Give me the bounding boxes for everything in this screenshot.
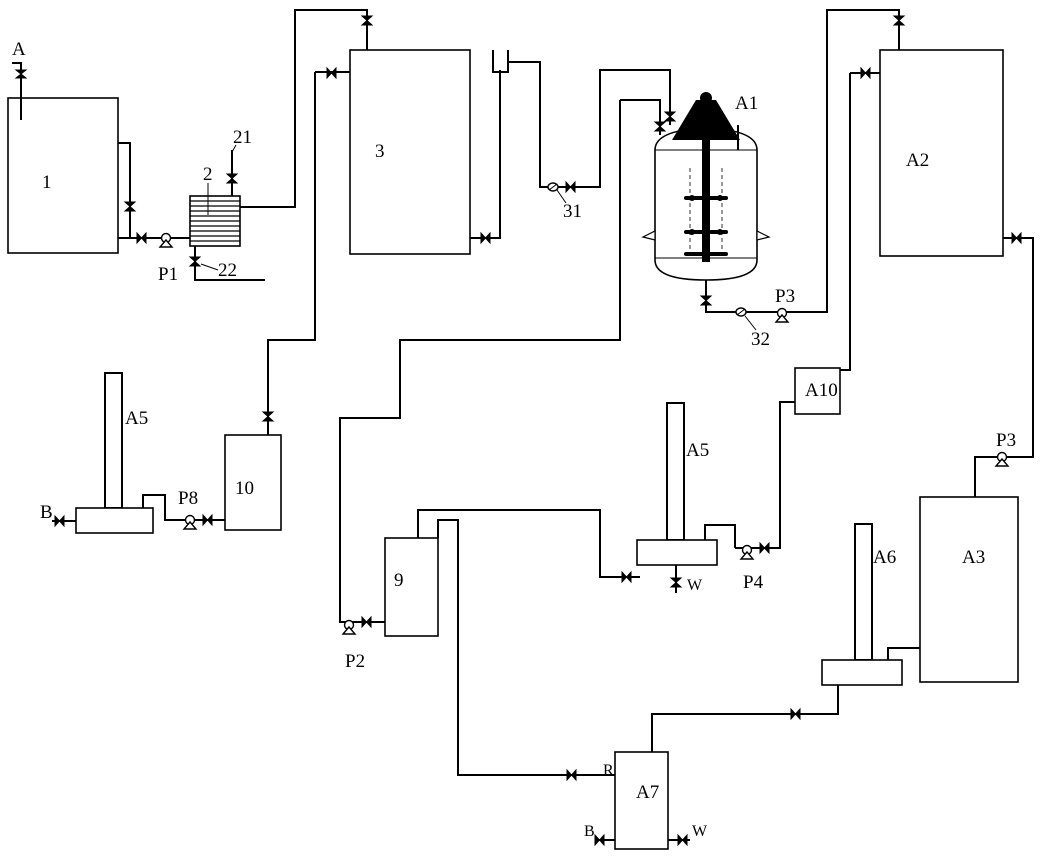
- tank1-overflow-pipe: [118, 142, 131, 239]
- valve-icon: [202, 513, 213, 527]
- label-r: R: [603, 762, 614, 779]
- tank-3: [349, 49, 471, 255]
- pump-p3-top-icon: [774, 307, 790, 323]
- label-a5-mid: A5: [686, 440, 709, 461]
- valve-icon: [361, 615, 372, 629]
- valve-icon: [360, 15, 374, 26]
- valve-icon: [14, 69, 28, 79]
- label-p8: P8: [178, 488, 198, 509]
- pump-p3-right-icon: [994, 451, 1010, 467]
- label-32: 32: [751, 329, 770, 350]
- label-a2: A2: [906, 150, 929, 171]
- a6-to-a7-pipe: [651, 685, 839, 752]
- tank-a2: [879, 49, 1004, 257]
- a5mid-to-a10-pipe: [735, 401, 795, 549]
- valve-icon: [699, 295, 713, 306]
- overflow-cup: [492, 50, 509, 73]
- label-a3: A3: [962, 547, 985, 568]
- tank10-to-tank3-pipe: [267, 72, 316, 435]
- column-a6: [854, 523, 873, 661]
- label-tank-3: 3: [375, 141, 385, 162]
- flowmeter-32-icon: [735, 307, 747, 317]
- label-b-bottom: B: [584, 823, 595, 840]
- tank-10: [224, 434, 282, 531]
- valve-icon: [1011, 231, 1022, 245]
- valve-icon: [653, 121, 667, 132]
- valve-icon: [123, 201, 137, 212]
- label-31: 31: [563, 201, 582, 222]
- label-w-mid: W: [687, 577, 703, 594]
- unit-a10: [794, 367, 841, 415]
- label-hx-2: 2: [203, 164, 213, 185]
- pumps: [158, 232, 1010, 635]
- label-p2: P2: [345, 651, 365, 672]
- label-p1: P1: [158, 264, 178, 285]
- label-21: 21: [233, 127, 252, 148]
- label-p3-top: P3: [775, 286, 795, 307]
- valve-icon: [54, 514, 65, 528]
- hx-to-tank3-pipe: [240, 9, 368, 208]
- label-a10: A10: [805, 380, 838, 401]
- valve-icon: [790, 707, 801, 721]
- label-tank-9: 9: [394, 570, 404, 591]
- label-p3-right: P3: [996, 430, 1016, 451]
- valve-icon: [669, 577, 683, 588]
- valve-icon: [759, 541, 770, 555]
- pump-p2-icon: [341, 619, 357, 635]
- label-a7: A7: [636, 782, 659, 803]
- valve-icon: [326, 66, 337, 80]
- label-a1: A1: [735, 93, 758, 114]
- valves: [14, 15, 1022, 847]
- tank3-to-a1-pipe: [508, 61, 671, 188]
- label-w-bottom: W: [692, 823, 708, 840]
- label-tank-1: 1: [42, 172, 52, 193]
- column-a5-left: [104, 372, 123, 509]
- pump-p1-icon: [158, 232, 174, 248]
- agitator-shaft: [702, 100, 710, 262]
- valve-icon: [677, 833, 688, 847]
- valve-icon: [594, 833, 605, 847]
- valve-icon: [892, 15, 906, 26]
- valve-icon: [188, 256, 202, 267]
- a10-to-a2-pipe: [840, 73, 851, 371]
- label-p4: P4: [743, 572, 764, 593]
- label-b-left: B: [40, 502, 53, 523]
- valve-icon: [136, 231, 147, 245]
- a6-base: [821, 659, 903, 686]
- valve-icon: [566, 768, 577, 782]
- tank9-to-a5mid-pipe: [417, 509, 640, 578]
- valve-icon: [621, 570, 632, 584]
- valve-icon: [860, 66, 871, 80]
- label-a-inlet: A: [12, 39, 26, 60]
- label-a5-left: A5: [125, 408, 148, 429]
- pump-p4-icon: [739, 544, 755, 560]
- valve-icon: [565, 180, 576, 194]
- column-a5-mid: [666, 402, 685, 541]
- tank-1: [7, 97, 119, 254]
- tank-a3: [919, 496, 1019, 683]
- tank3-outlet-pipe: [470, 70, 501, 239]
- label-22: 22: [218, 260, 237, 281]
- valve-icon: [261, 411, 275, 422]
- valve-icon: [225, 173, 239, 184]
- label-tank-10: 10: [235, 478, 254, 499]
- label-a6: A6: [873, 547, 896, 568]
- a5-mid-base: [636, 539, 718, 566]
- tank9-to-a1-pipe: [339, 100, 621, 623]
- a5-left-base: [75, 507, 154, 534]
- flowmeter-31-icon: [547, 182, 559, 192]
- valve-icon: [480, 231, 491, 245]
- unit-a7: [614, 751, 669, 850]
- a2-to-a3-pipe: [974, 237, 1034, 497]
- valve-icon: [663, 111, 677, 122]
- tank9-to-a7-pipe: [437, 519, 615, 776]
- tank-9: [384, 537, 439, 637]
- pump-p8-icon: [182, 514, 198, 530]
